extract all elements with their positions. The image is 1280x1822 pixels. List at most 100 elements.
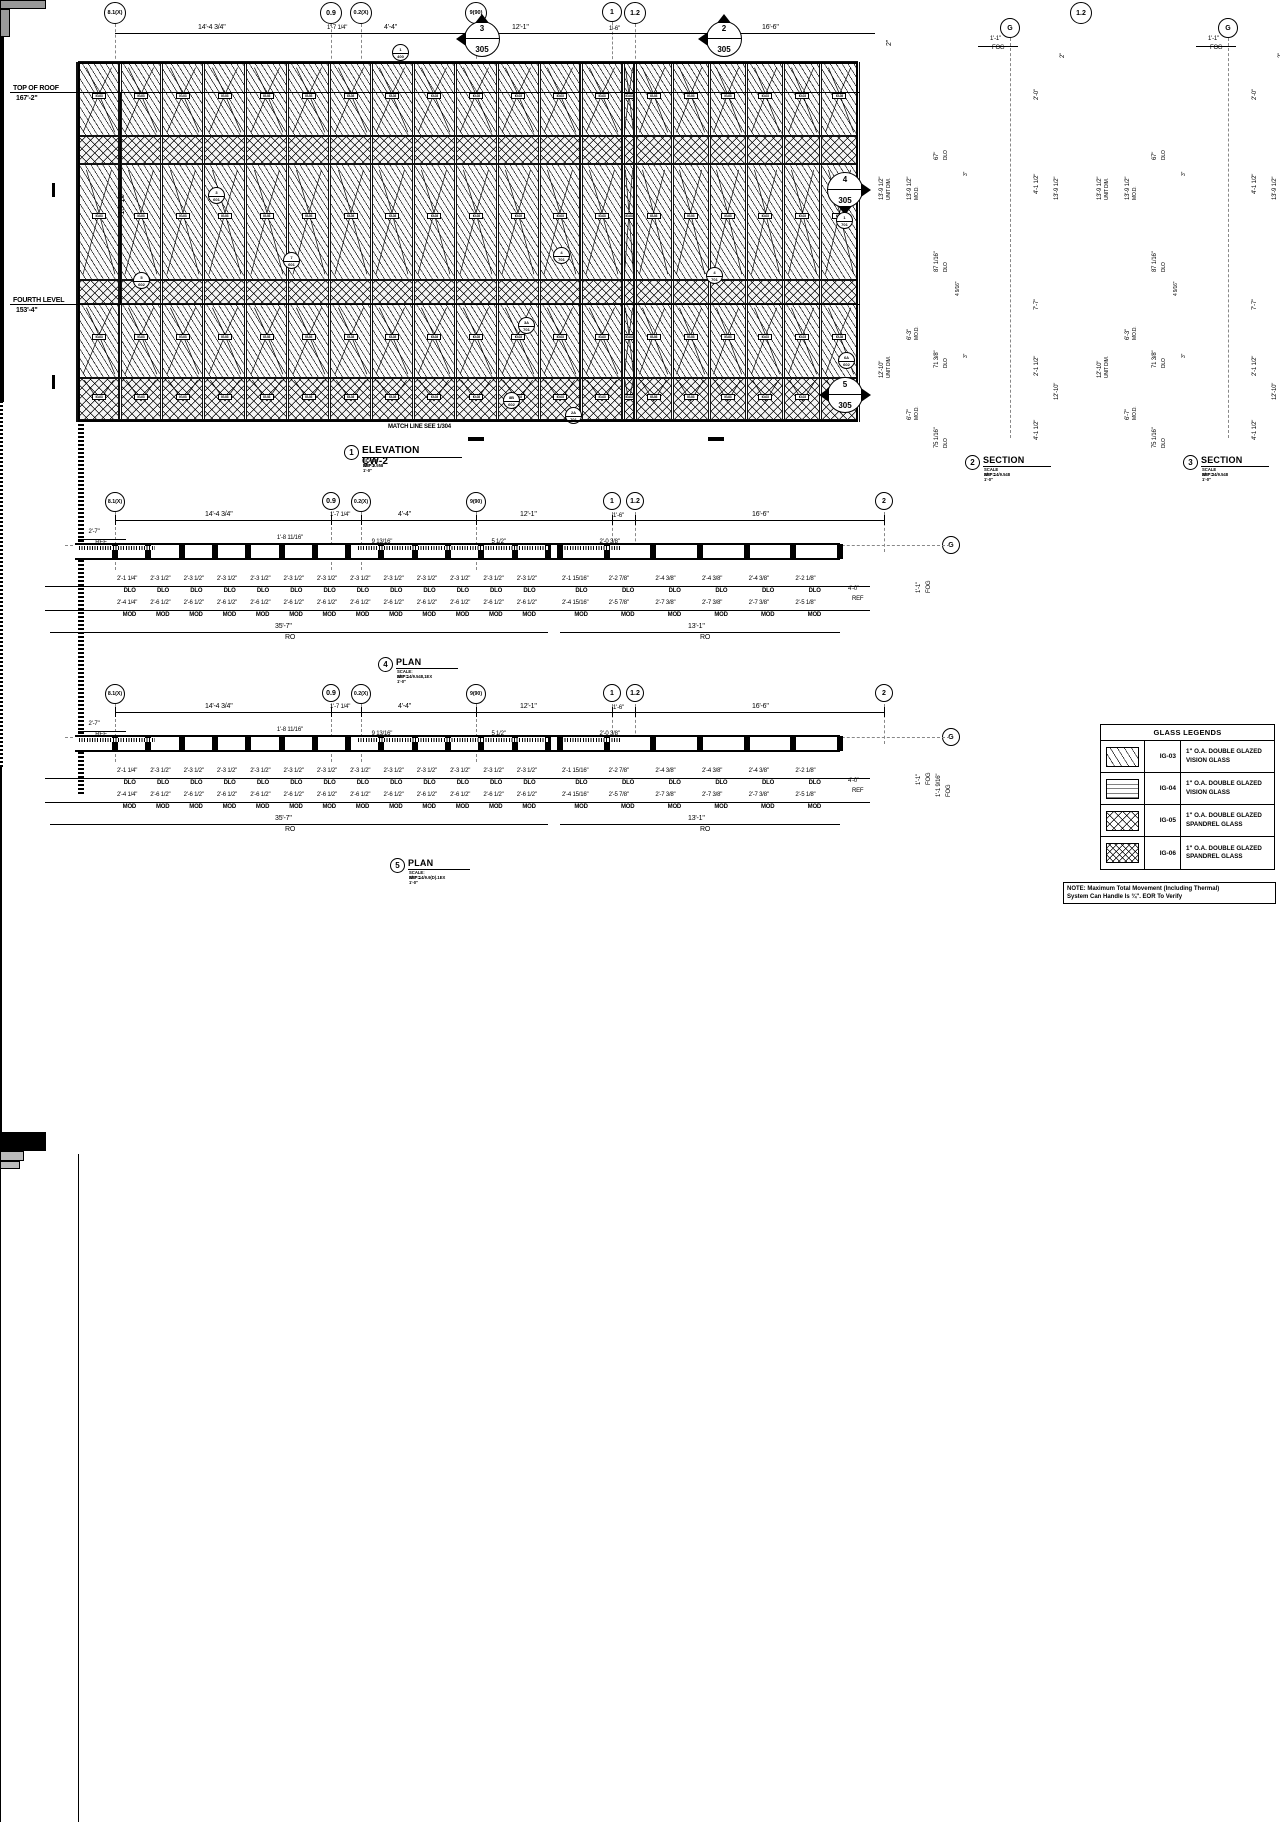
section-arrow-left [698, 32, 708, 46]
glass-panel [372, 136, 412, 164]
plan-mullion [697, 544, 703, 559]
ro-left-dim-line [50, 824, 548, 825]
plan-dlo-value: 2'-3 1/2" [283, 768, 304, 774]
plan-mullion [112, 736, 118, 751]
horizontal-rail [78, 302, 858, 306]
plan-glass-hatch [358, 546, 548, 550]
glazing-arrow-icon [376, 67, 409, 133]
glazing-arrow-icon [334, 67, 367, 133]
glazing-arrow-icon [750, 307, 780, 375]
section-marker-sheet: 305 [475, 45, 489, 54]
detail-bubble-1-400[interactable]: 1 400 [392, 44, 409, 61]
section-marker-2-305[interactable]: 2 305 [698, 14, 742, 57]
plan-dlo-label: DLO [456, 780, 469, 786]
dim-3in-2: 3" [963, 353, 969, 358]
glazing-arrow-icon [376, 307, 409, 375]
plan-dlo-value: 2'-3 1/2" [283, 576, 304, 582]
dim-3in-2: 3" [1181, 353, 1187, 358]
mullion-center-line [783, 62, 785, 422]
grid-line-g [1010, 38, 1011, 438]
level-tick-fourth [52, 375, 55, 389]
bubble-divider [554, 256, 569, 257]
glass-panel [372, 164, 412, 280]
detail-bubble-number: 1 [843, 214, 846, 220]
fog-dim-label-2: FOG [946, 784, 952, 797]
glass-panel-tag: IG-03 [758, 334, 773, 341]
bubble-divider [707, 276, 722, 277]
glass-panel [247, 64, 287, 136]
detail-bubble-1-701[interactable]: 1 701 [836, 212, 853, 229]
plan-dlo-label: DLO [622, 588, 635, 594]
glazing-arrow-icon [787, 169, 817, 275]
grid-line [115, 704, 116, 762]
ro-right-dim-line [560, 632, 840, 633]
glass-panel [163, 64, 203, 136]
plan-mod-value: 2'-5 1/8" [795, 600, 816, 606]
plan-dlo-label: DLO [808, 588, 821, 594]
section-marker-4-305[interactable]: 4 305 [827, 172, 871, 215]
legend-desc-line1: 1" O.A. DOUBLE GLAZED [1186, 748, 1262, 755]
plan-dlo-label: DLO [356, 588, 369, 594]
plan-dlo-label: DLO [223, 588, 236, 594]
glass-panel-tag: IG-03 [301, 334, 316, 341]
grid-bubble: 0.9 [322, 492, 340, 510]
glazing-arrow-icon [585, 307, 619, 375]
title-underline [1201, 466, 1269, 468]
dim-dlo-label: DLO [943, 438, 949, 448]
glass-panel [205, 280, 245, 304]
plan-mod-value: 2'-6 1/2" [150, 792, 171, 798]
dim-12-10-right: 12'-10" [1054, 382, 1060, 400]
fog-dim-line [978, 46, 1018, 47]
plan-mullion [545, 544, 551, 559]
glass-panel-tag: IG-03 [175, 334, 190, 341]
plan-mod-value: 2'-6 1/2" [183, 792, 204, 798]
glass-panel-tag: IG-03 [259, 93, 274, 100]
legend-code: IG-04 [1145, 773, 1181, 804]
grid-bubble-1: 1 [602, 2, 622, 22]
ro-right-dim-line [560, 824, 840, 825]
plan-mod-value: 2'-6 1/2" [283, 600, 304, 606]
glass-panel [748, 280, 783, 304]
ref-dim-label-right: REF [852, 788, 864, 794]
grid-bubble-1-2-right: 1.2 [1070, 2, 1092, 24]
glazing-arrow-icon [418, 307, 451, 375]
legend-desc: 1" O.A. DOUBLE GLAZED VISION GLASS [1181, 748, 1274, 765]
section-marker-sheet: 305 [717, 45, 731, 54]
glazing-arrow-icon [824, 67, 854, 133]
glass-panel [247, 136, 287, 164]
plan-dlo-value: 2'-4 3/8" [748, 768, 769, 774]
floor-anchor [0, 1151, 24, 1161]
glass-panel [289, 64, 329, 136]
title-number: 1 [344, 445, 359, 460]
bubble-divider [519, 326, 534, 327]
section-marker-3-305[interactable]: 3 305 [456, 14, 500, 57]
plan-mullion [378, 736, 385, 751]
expansion-joint-line [78, 1514, 79, 1822]
top-of-roof-line [10, 92, 860, 93]
dim-mod-lower2-label: MO.D. [914, 406, 920, 420]
glass-panel-tag: IG-03 [175, 213, 190, 220]
plan-dlo-label: DLO [190, 780, 203, 786]
dim-tick [884, 515, 885, 525]
dim-2-1-1-2: 2'-1 1/2" [1252, 355, 1258, 376]
plan-mullion [145, 736, 152, 751]
legend-swatch-cell [1101, 741, 1145, 772]
dim-mod-lower2: 6'-7" [1125, 409, 1131, 420]
section-marker-5-305[interactable]: 5 305 [819, 377, 871, 413]
legend-row: IG-04 1" O.A. DOUBLE GLAZED VISION GLASS [1101, 773, 1274, 805]
glazing-arrow-icon [543, 307, 577, 375]
plan-dlo-value: 2'-4 3/8" [702, 576, 723, 582]
dim-tick [476, 515, 477, 525]
horizontal-rail [78, 134, 858, 138]
glass-panel [331, 136, 370, 164]
ro-right-value: 13'-1" [688, 623, 705, 630]
